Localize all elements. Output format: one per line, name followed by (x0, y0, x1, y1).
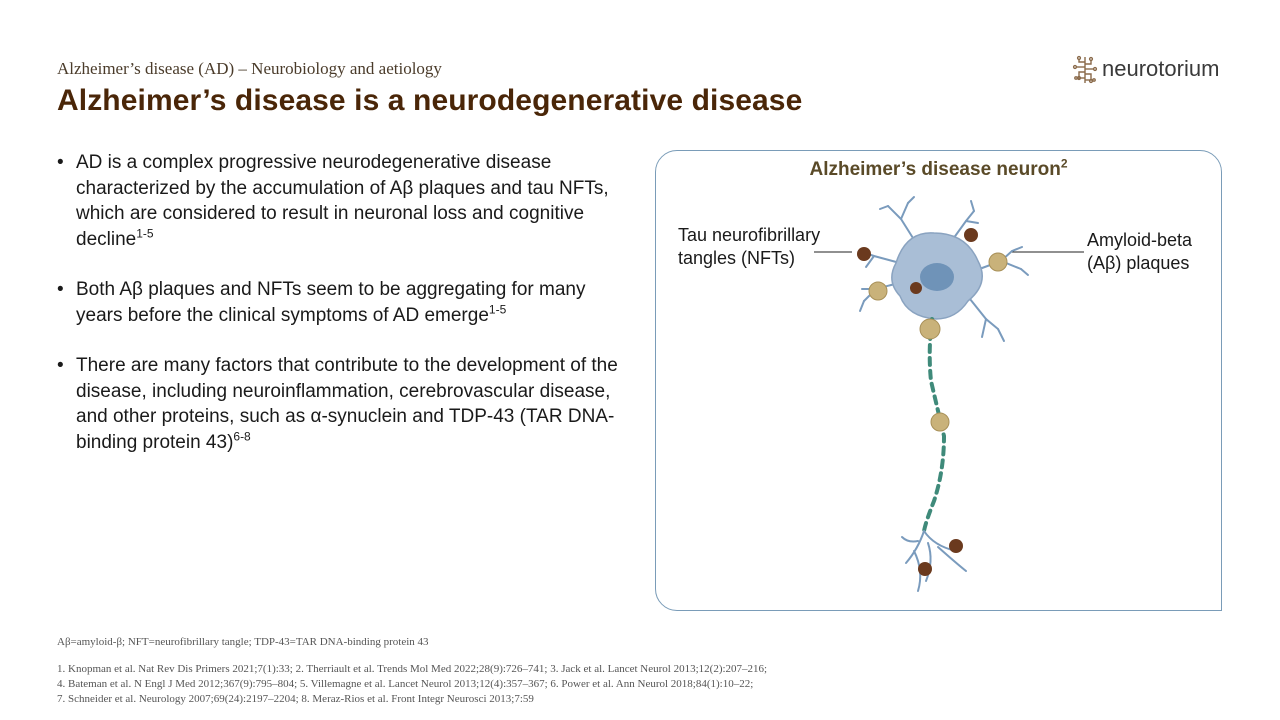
bullet-list: AD is a complex progressive neurodegener… (57, 150, 627, 480)
logo-text: neurotorium (1102, 56, 1220, 81)
amyloid-plaques (868, 252, 1008, 432)
abbreviations: Aβ=amyloid-β; NFT=neurofibrillary tangle… (57, 636, 429, 648)
references-line: 1. Knopman et al. Nat Rev Dis Primers 20… (57, 663, 768, 675)
neuron-illustration (814, 196, 1084, 592)
bullet-item: Both Aβ plaques and NFTs seem to be aggr… (57, 277, 627, 328)
figure-title-text: Alzheimer’s disease neuron (809, 159, 1061, 180)
slide-subtitle: Alzheimer’s disease (AD) – Neurobiology … (57, 59, 442, 78)
bullet-text: Both Aβ plaques and NFTs seem to be aggr… (76, 279, 586, 326)
bullet-text: AD is a complex progressive neurodegener… (76, 152, 609, 250)
axon-terminals (901, 530, 967, 592)
reference-superscript: 1-5 (136, 226, 154, 241)
reference-superscript: 2 (1060, 156, 1068, 171)
label-line: tangles (NFTs) (678, 248, 796, 268)
figure-panel: Alzheimer’s disease neuron2 Tau neurofib… (655, 150, 1222, 611)
axon (922, 317, 947, 533)
label-line: Amyloid-beta (1087, 230, 1193, 250)
figure-title: Alzheimer’s disease neuron2 (656, 156, 1221, 181)
bullet-item: AD is a complex progressive neurodegener… (57, 150, 627, 252)
bullet-text: There are many factors that contribute t… (76, 355, 618, 453)
bullet-item: There are many factors that contribute t… (57, 353, 627, 455)
references-line: 4. Bateman et al. N Engl J Med 2012;367(… (57, 678, 754, 690)
tau-tangles (857, 228, 978, 576)
reference-superscript: 6-8 (233, 429, 251, 444)
brain-network-icon (1072, 55, 1098, 84)
label-tau-tangles: Tau neurofibrillary tangles (NFTs) (678, 224, 820, 270)
slide-title: Alzheimer’s disease is a neurodegenerati… (57, 84, 803, 117)
references-line: 7. Schneider et al. Neurology 2007;69(24… (57, 693, 534, 705)
reference-superscript: 1-5 (488, 302, 507, 317)
logo[interactable]: neurotorium (1071, 54, 1231, 86)
label-line: (Aβ) plaques (1087, 253, 1190, 273)
label-amyloid-plaques: Amyloid-beta (Aβ) plaques (1087, 229, 1192, 275)
neuron-nucleus (920, 263, 954, 291)
label-line: Tau neurofibrillary (678, 225, 821, 245)
